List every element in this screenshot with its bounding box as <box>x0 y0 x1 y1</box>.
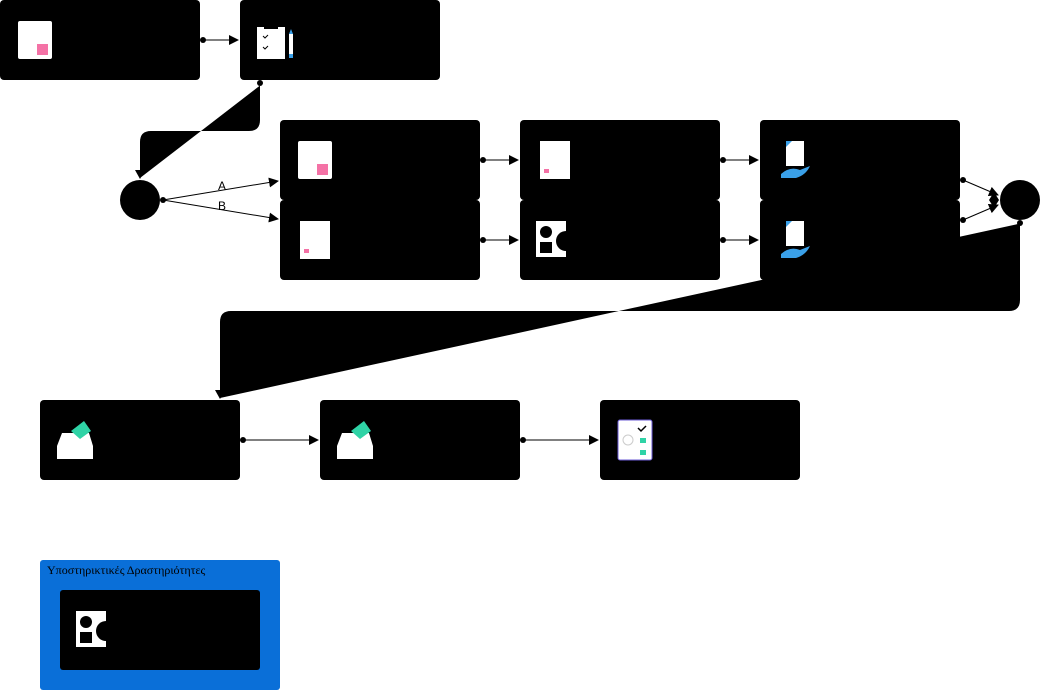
branch-label-b: B <box>218 199 226 213</box>
blank-document-icon <box>300 221 330 259</box>
merge-gateway-marker <box>989 192 999 208</box>
task-node-r2-2[interactable] <box>520 120 720 200</box>
merge-gateway[interactable] <box>1000 180 1040 220</box>
task-node-support[interactable] <box>60 590 260 670</box>
document-hand-icon <box>781 141 810 178</box>
arrowhead <box>135 170 145 179</box>
edge-dot <box>520 437 526 443</box>
edge-dot <box>960 177 966 183</box>
edge-gateway-branch-a <box>162 177 279 201</box>
ballot-box-icon <box>337 421 373 459</box>
edge-gateway-branch-b <box>162 199 279 223</box>
shapes-icon <box>76 611 116 647</box>
split-gateway[interactable] <box>120 180 160 220</box>
document-icon <box>298 141 332 179</box>
blank-document-icon <box>540 141 570 179</box>
edge-dot <box>200 37 206 43</box>
task-node-r4-1[interactable] <box>40 400 240 480</box>
edge-dot <box>257 80 263 86</box>
edge-to-merge-a <box>962 179 999 197</box>
clipboard-checklist-icon <box>257 23 293 59</box>
edge-dot <box>240 437 246 443</box>
task-node-r3-2[interactable] <box>520 200 720 280</box>
task-node-r3-1[interactable] <box>280 200 480 280</box>
task-node-r1-1[interactable] <box>0 0 200 80</box>
arrowhead <box>215 390 225 399</box>
task-node-r4-2[interactable] <box>320 400 520 480</box>
edge-task2-gateway <box>140 80 262 178</box>
edge-dot <box>480 157 486 163</box>
edge-dot <box>960 217 966 223</box>
task-node-r1-2[interactable] <box>240 0 440 80</box>
edge-dot <box>1017 220 1023 226</box>
edge-to-merge-b <box>962 203 999 221</box>
edge-dot <box>480 237 486 243</box>
shapes-icon <box>536 221 576 257</box>
edge-dot <box>720 157 726 163</box>
task-node-r2-3[interactable] <box>760 120 960 200</box>
group-title: Υποστηρικτικές Δραστηριότητες <box>47 563 206 577</box>
edge-dot <box>720 237 726 243</box>
support-activities-group[interactable]: Υποστηρικτικές Δραστηριότητες <box>40 560 280 690</box>
task-node-r4-3[interactable] <box>600 400 800 480</box>
ballot-box-icon <box>57 421 93 459</box>
document-icon <box>18 21 52 59</box>
document-hand-icon <box>781 221 810 258</box>
task-node-r3-3[interactable] <box>760 200 960 280</box>
task-node-r2-1[interactable] <box>280 120 480 200</box>
branch-label-a: A <box>218 179 226 193</box>
checklist-icon <box>617 419 653 461</box>
edge-dot <box>160 197 166 203</box>
